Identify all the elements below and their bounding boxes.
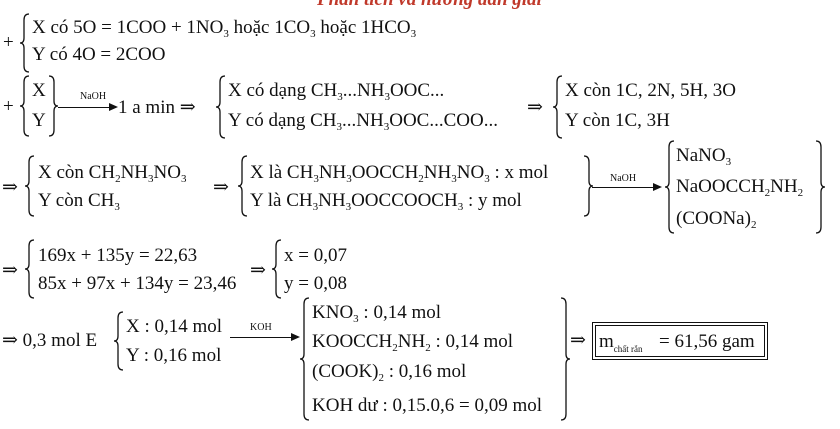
component-y: Y : 0,16 mol — [126, 345, 222, 366]
product-oxalate: (COONa)2 — [676, 208, 757, 231]
identity-y: Y là CH3NH3OOCCOOCH3 : y mol — [250, 190, 522, 213]
implies-arrow: ⇒ — [570, 330, 586, 351]
left-brace — [24, 239, 35, 299]
result-mass-symbol: m — [599, 331, 614, 352]
amine-product: 1 a min ⇒ — [118, 97, 196, 118]
mixture-e: ⇒ 0,3 mol E — [2, 330, 98, 351]
implies-arrow: ⇒ — [250, 260, 266, 281]
left-brace — [271, 239, 282, 299]
reaction-arrow — [592, 183, 662, 191]
left-brace — [299, 297, 310, 421]
left-brace — [24, 155, 35, 217]
reagent-naoh: NaOH — [610, 173, 637, 184]
implies-arrow: ⇒ — [2, 177, 18, 198]
result-symbol: mchất rắn — [599, 331, 643, 354]
left-brace — [19, 75, 30, 137]
equation-2: 85x + 97x + 134y = 23,46 — [38, 273, 237, 294]
result-subscript: chất rắn — [613, 344, 643, 354]
reactant-x: X — [32, 80, 46, 101]
remain-y: Y còn 1C, 3H — [565, 110, 670, 131]
remain-x: X còn CH2NH3NO3 — [38, 162, 187, 185]
form-y: Y có dạng CH3...NH3OOC...COO... — [228, 110, 498, 133]
left-brace — [237, 155, 248, 217]
solution-x: x = 0,07 — [284, 245, 347, 266]
implies-arrow: ⇒ — [213, 177, 229, 198]
implies-arrow: ⇒ — [527, 97, 543, 118]
reactant-y: Y — [32, 110, 46, 131]
right-brace — [815, 140, 826, 234]
implies-arrow: ⇒ — [2, 260, 18, 281]
excess-koh: KOH dư : 0,15.0,6 = 0,09 mol — [312, 395, 543, 416]
remain-x: X còn 1C, 2N, 5H, 3O — [565, 80, 736, 101]
final-result-box: mchất rắn = 61,56 gam — [592, 322, 768, 360]
reaction-arrow — [230, 333, 300, 341]
reagent-koh: KOH — [250, 322, 272, 333]
remain-y: Y còn CH3 — [38, 190, 120, 213]
equation-1: 169x + 135y = 22,63 — [38, 245, 198, 266]
identity-x: X là CH3NH3OOCCH2NH3NO3 : x mol — [250, 162, 549, 185]
right-brace — [48, 75, 59, 137]
step2-prefix: + — [3, 96, 14, 117]
product-glycinate: NaOOCCH2NH2 — [676, 176, 804, 199]
left-brace — [664, 140, 675, 234]
step1-line-x: X có 5O = 1COO + 1NO3 hoặc 1CO3 hoặc 1HC… — [32, 17, 417, 40]
section-title: Phân tích và hướng dẫn giải — [317, 0, 542, 9]
result-value: = 61,56 gam — [659, 331, 755, 352]
solution-y: y = 0,08 — [284, 273, 347, 294]
product-nano3: NaNO3 — [676, 145, 732, 168]
left-brace — [19, 13, 30, 73]
reagent-naoh: NaOH — [80, 91, 107, 102]
product-oxalate: (COOK)2 : 0,16 mol — [312, 361, 467, 384]
form-x: X có dạng CH3...NH3OOC... — [228, 80, 445, 103]
product-glycinate: KOOCCH2NH2 : 0,14 mol — [312, 331, 514, 354]
product-kno3: KNO3 : 0,14 mol — [312, 302, 442, 325]
right-brace — [560, 297, 571, 421]
left-brace — [215, 75, 226, 139]
left-brace — [552, 75, 563, 139]
step1-prefix: + — [3, 32, 14, 53]
reaction-arrow — [58, 103, 118, 111]
component-x: X : 0,14 mol — [126, 316, 223, 337]
step1-line-y: Y có 4O = 2COO — [32, 44, 166, 65]
right-brace — [583, 155, 594, 217]
left-brace — [113, 311, 124, 371]
